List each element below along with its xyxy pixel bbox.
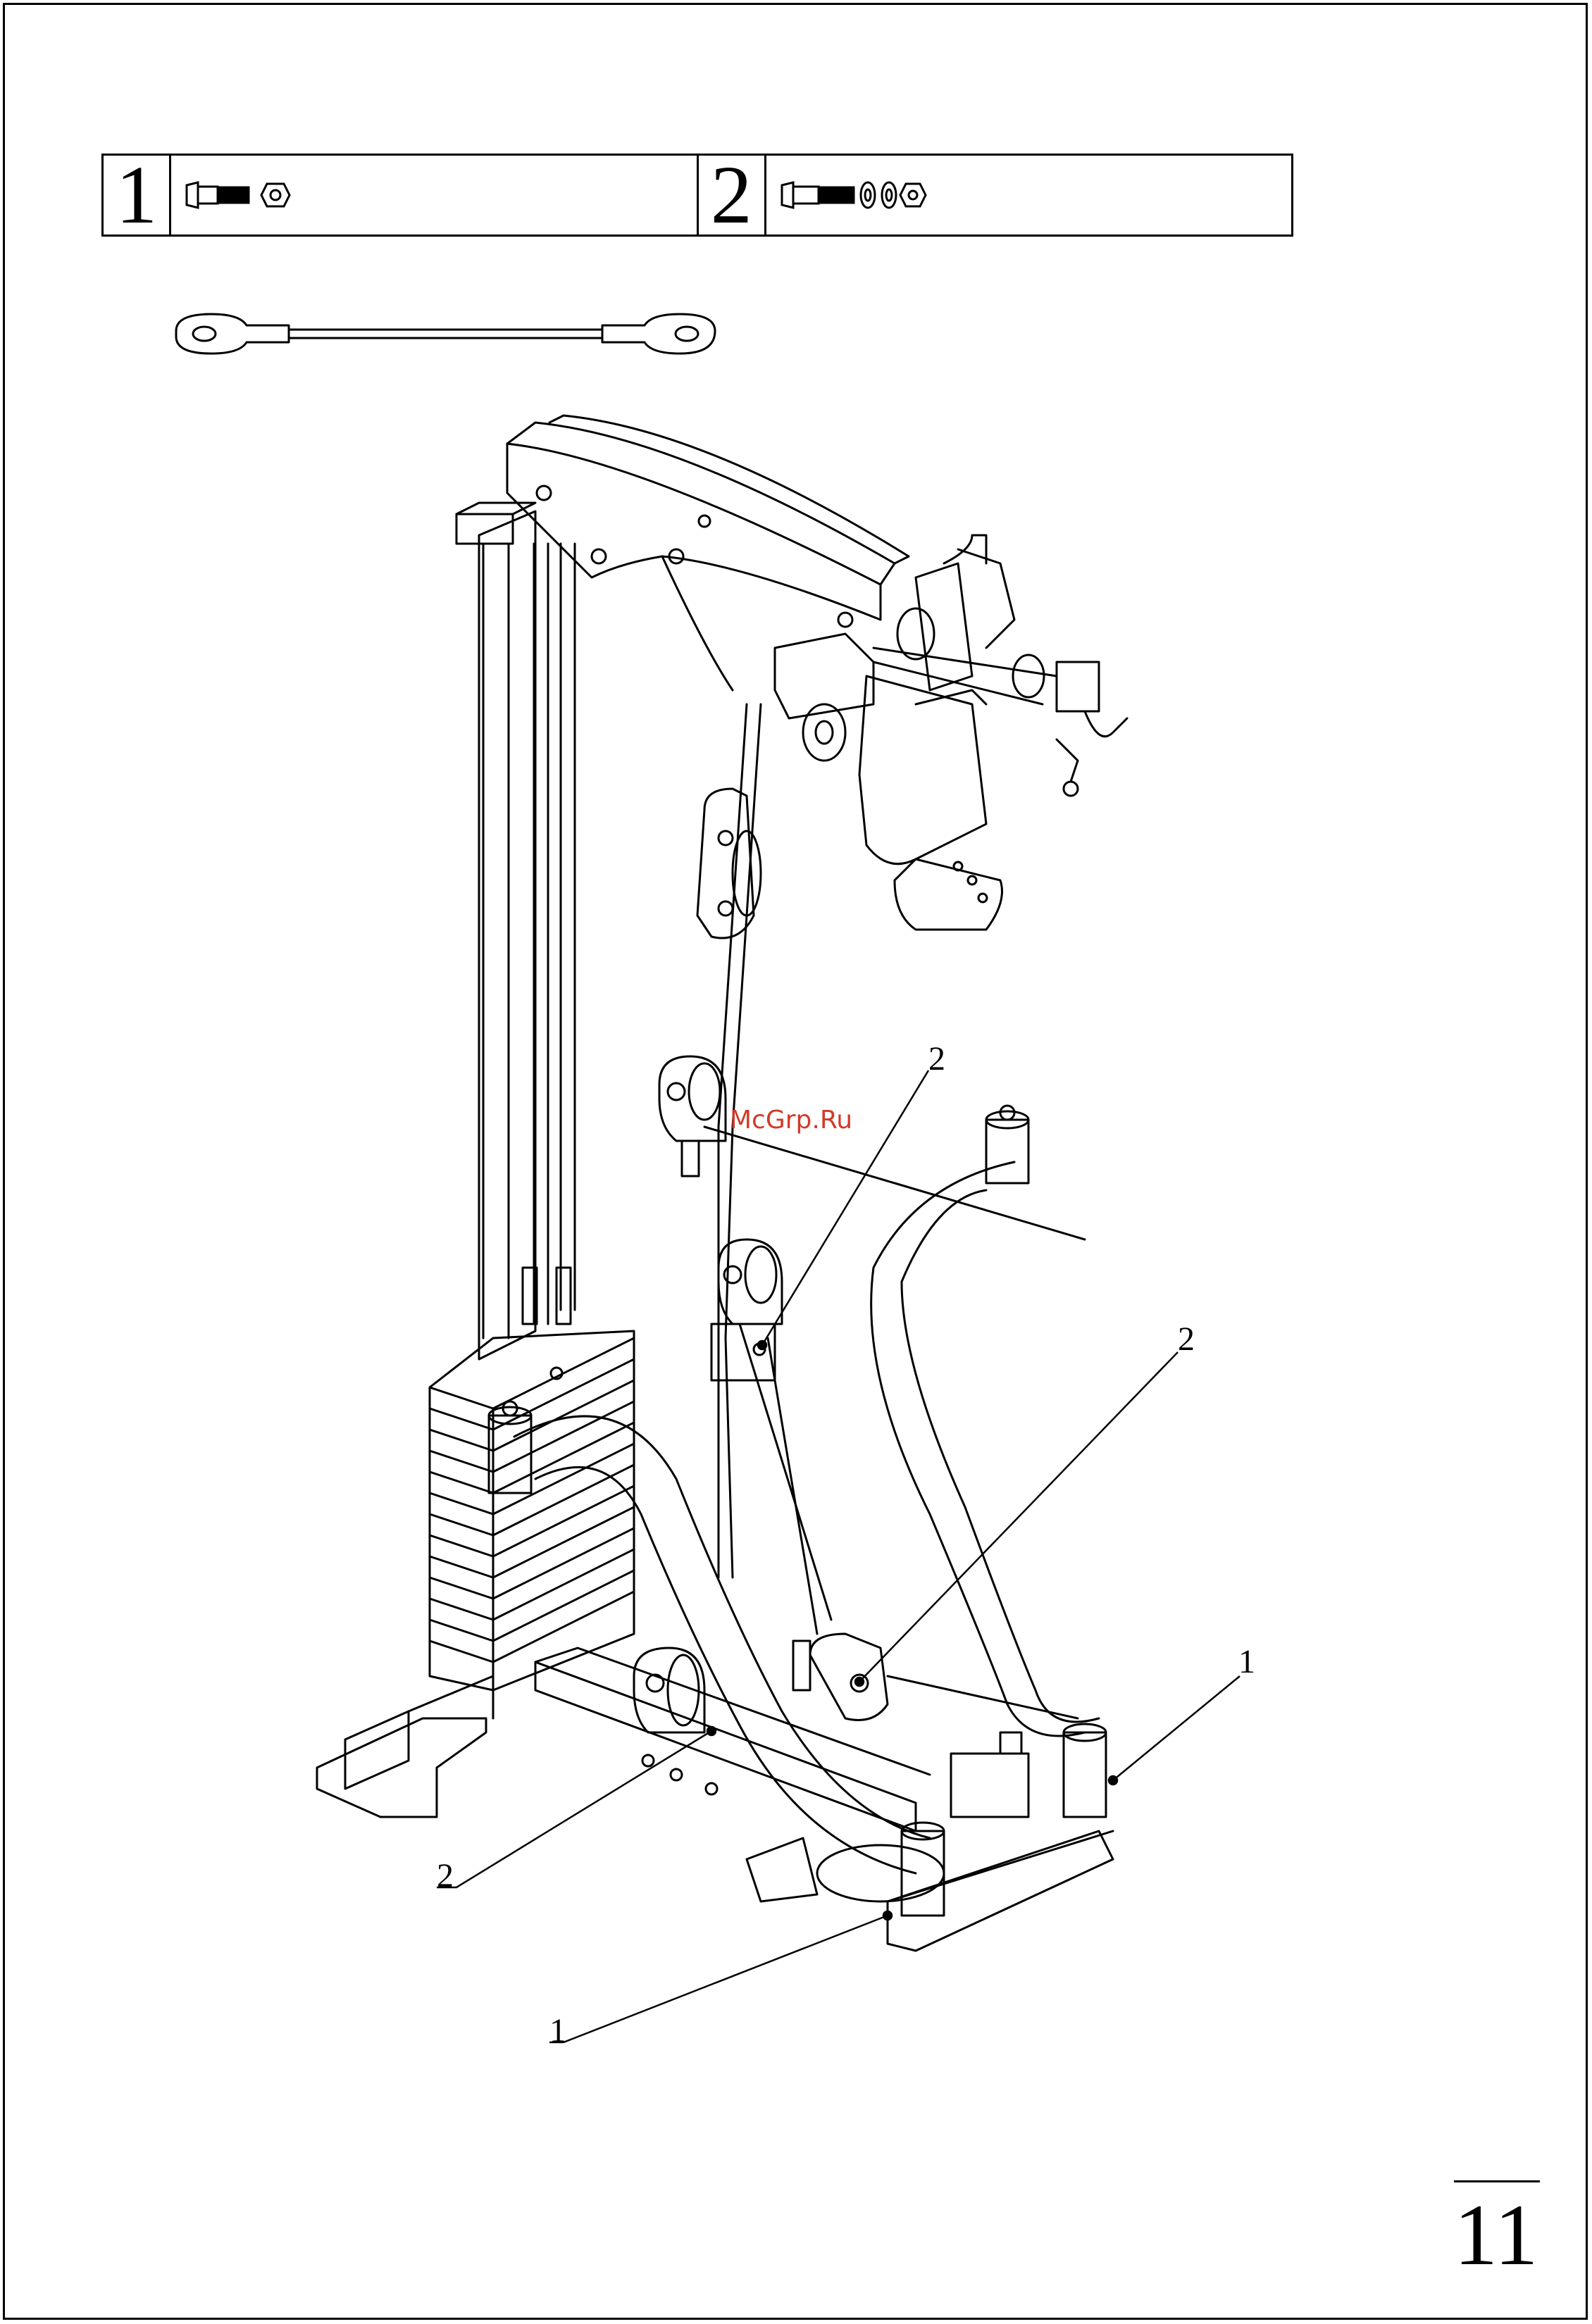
callout-label: 1 [1238,1645,1255,1679]
watermark: McGrp.Ru [730,1106,852,1135]
callout-label: 2 [1178,1323,1195,1356]
weight-stack [430,1331,634,1690]
pulley-bracket-floating [659,1056,726,1176]
callout-label: 1 [549,2014,566,2048]
curved-tube-right [871,1106,1099,1736]
press-arm-assembly [775,535,1127,930]
leader-2-left [437,1731,711,1887]
callout-label: 2 [928,1042,945,1076]
pulley-bracket-upper [697,789,761,938]
base-frame [317,1648,1113,1951]
leader-1-bottom [549,1916,888,2042]
callout-leaders [437,1070,1240,2042]
pulley-bracket-lower-right [793,1634,888,1720]
cables [704,704,1085,1718]
callout-label: 2 [437,1859,454,1893]
main-upright [456,503,575,1359]
page-number: 11 [1454,2192,1538,2279]
top-boom [507,416,909,690]
page-number-rule [1454,2180,1540,2182]
base-brackets [817,1724,1106,1916]
curved-tube-left [489,1401,930,1873]
leader-2-right [859,1352,1178,1682]
cable-assembly-icon [176,314,715,354]
leader-1-right [1113,1676,1240,1780]
